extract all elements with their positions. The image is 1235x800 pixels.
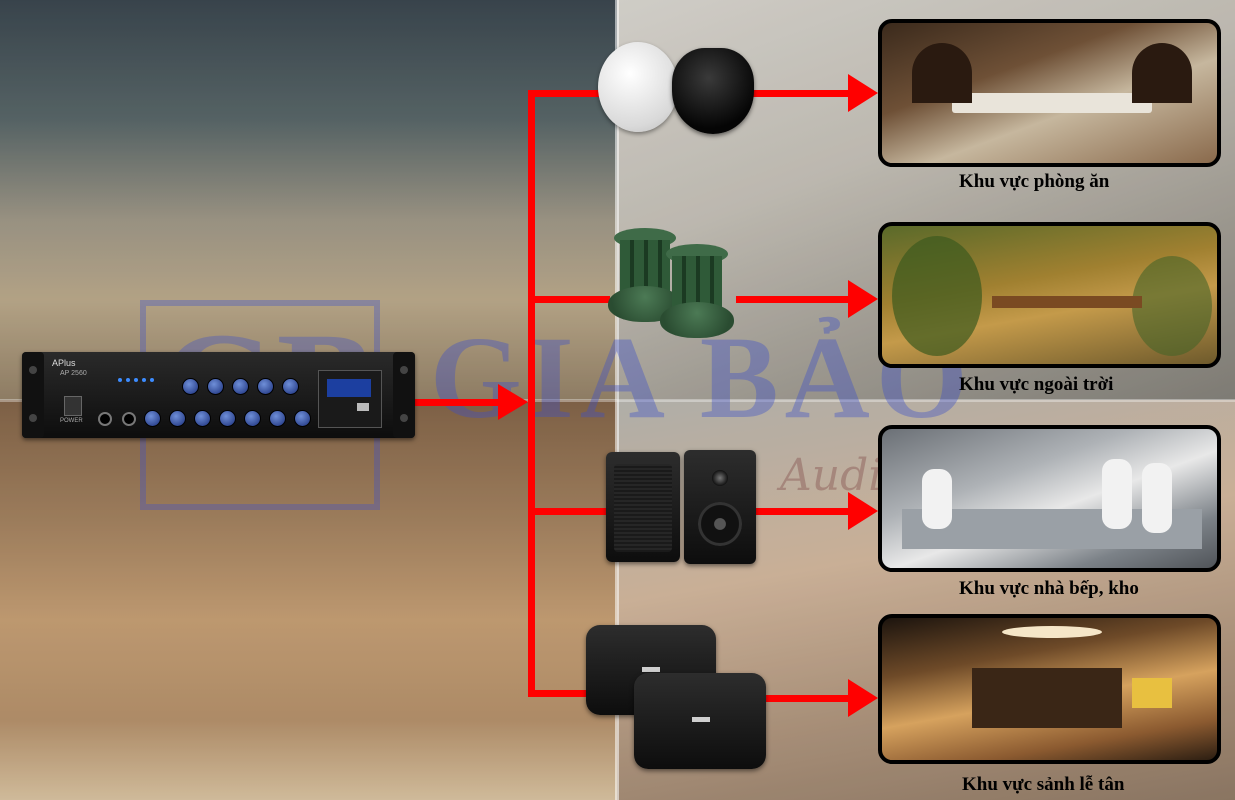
amp-power-label: POWER xyxy=(60,418,83,424)
background-divider-horizontal xyxy=(0,399,1235,402)
amp-rack-ear-right xyxy=(393,352,415,438)
amp-knob xyxy=(282,378,299,395)
amp-input-jack xyxy=(98,412,112,426)
ceiling-speaker-grille xyxy=(598,42,678,132)
amp-led xyxy=(142,378,146,382)
mixer-amplifier: APlus AP 2560 POWER xyxy=(22,352,415,438)
ceiling-speaker-enclosure xyxy=(672,48,754,134)
branch-line-3 xyxy=(528,508,608,515)
amp-led xyxy=(150,378,154,382)
amp-knob xyxy=(207,378,224,395)
amp-model: AP 2560 xyxy=(60,370,87,377)
zone-photo-reception-lobby xyxy=(878,614,1221,764)
bus-vertical-line xyxy=(528,90,535,697)
background-restaurant-evening xyxy=(0,0,617,400)
branch-line-1 xyxy=(528,90,600,97)
amp-brand: APlus xyxy=(52,358,76,368)
surface-mount-speaker xyxy=(634,673,766,769)
amp-knob xyxy=(182,378,199,395)
amp-knob xyxy=(169,410,186,427)
zone-arrowhead-4 xyxy=(848,679,878,717)
zone-label-outdoor: Khu vực ngoài trời xyxy=(959,374,1114,395)
amp-media-player xyxy=(318,370,382,428)
zone-photo-dining-room xyxy=(878,19,1221,167)
background-divider-vertical xyxy=(615,0,619,800)
wall-speaker-with-grille xyxy=(606,452,680,562)
amp-led xyxy=(118,378,122,382)
amp-connector-line xyxy=(415,399,500,406)
background-wine-cellar xyxy=(0,400,617,800)
amp-arrowhead xyxy=(498,384,528,420)
zone-arrow-line-4 xyxy=(764,695,850,702)
amp-knob xyxy=(194,410,211,427)
amp-power-switch xyxy=(64,396,82,416)
amp-knob xyxy=(219,410,236,427)
amp-knob xyxy=(232,378,249,395)
zone-label-kitchen-storage: Khu vực nhà bếp, kho xyxy=(959,578,1139,599)
garden-speaker xyxy=(608,228,682,322)
amp-display-screen xyxy=(327,379,371,397)
zone-arrowhead-3 xyxy=(848,492,878,530)
zone-arrow-line-1 xyxy=(752,90,850,97)
zone-photo-outdoor xyxy=(878,222,1221,368)
zone-arrow-line-3 xyxy=(756,508,850,515)
zone-label-reception-lobby: Khu vực sảnh lễ tân xyxy=(962,774,1125,795)
wall-speaker-without-grille xyxy=(684,450,756,564)
zone-arrow-line-2 xyxy=(736,296,850,303)
amp-led xyxy=(134,378,138,382)
amp-led xyxy=(126,378,130,382)
branch-line-4 xyxy=(528,690,588,697)
zone-label-dining-room: Khu vực phòng ăn xyxy=(959,171,1110,192)
branch-line-2 xyxy=(528,296,610,303)
zone-arrowhead-1 xyxy=(848,74,878,112)
amp-input-jack xyxy=(122,412,136,426)
garden-speaker xyxy=(660,244,734,338)
amp-knob xyxy=(257,378,274,395)
amp-rack-ear-left xyxy=(22,352,44,438)
zone-arrowhead-2 xyxy=(848,280,878,318)
amp-usb-port xyxy=(357,403,369,411)
amp-knob xyxy=(294,410,311,427)
amp-knob xyxy=(244,410,261,427)
amp-knob xyxy=(144,410,161,427)
zone-photo-kitchen xyxy=(878,425,1221,572)
amp-knob xyxy=(269,410,286,427)
